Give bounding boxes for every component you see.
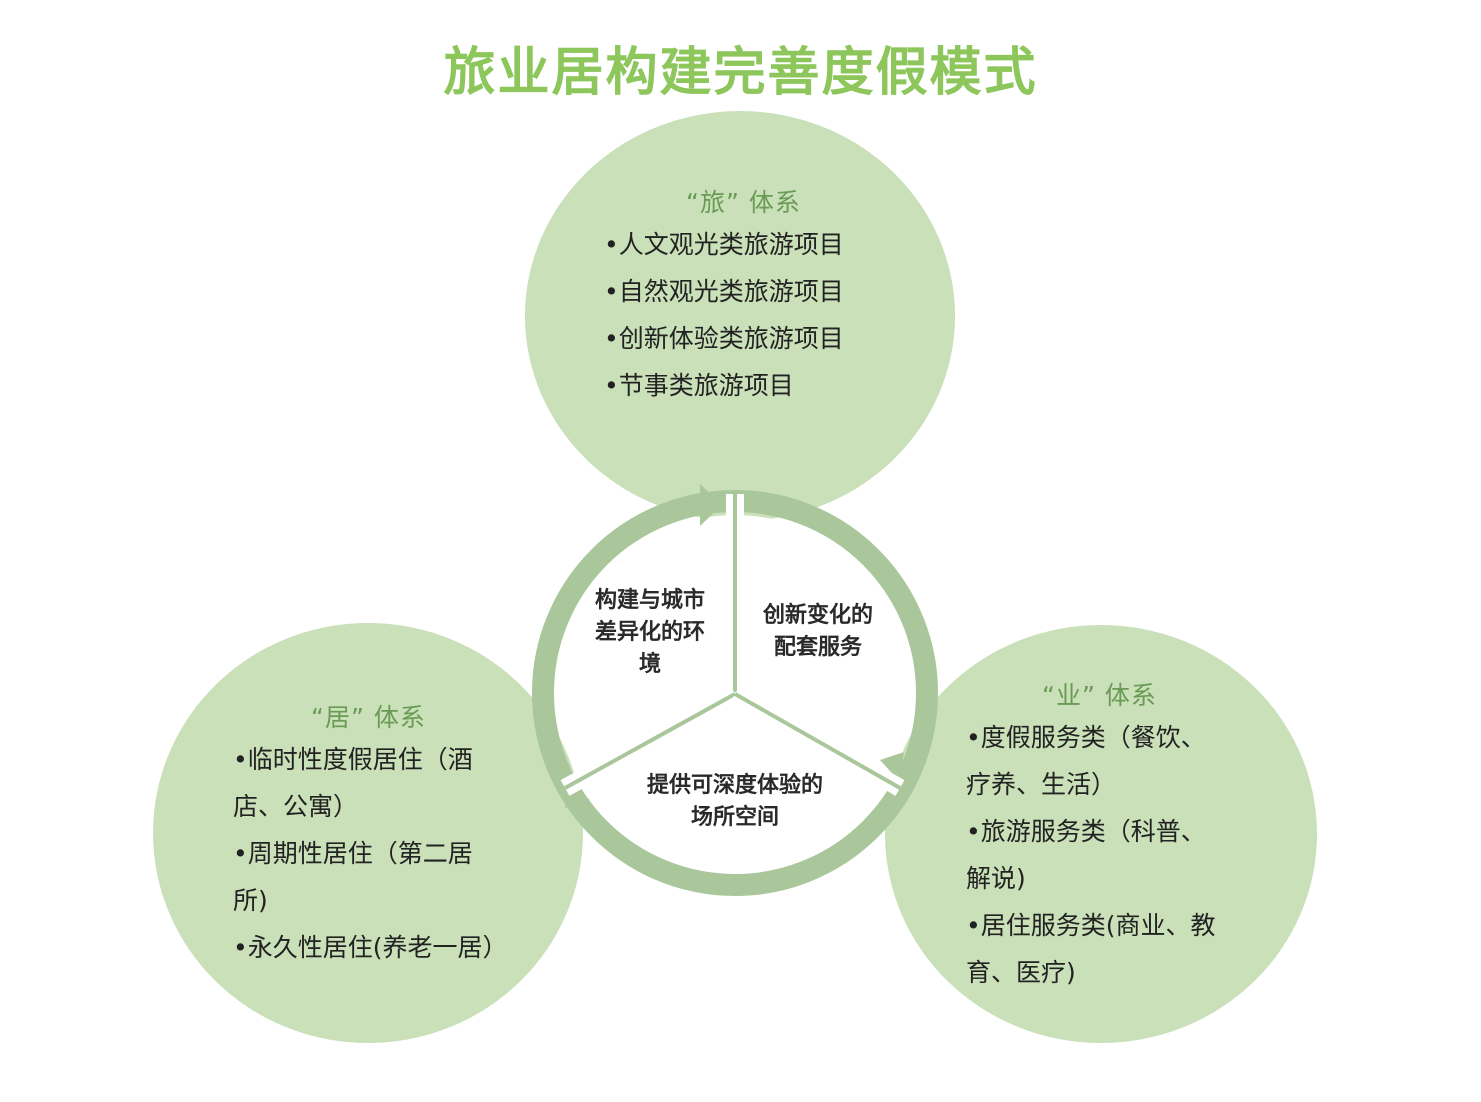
arrow-head-top <box>700 484 722 526</box>
ju-system-circle <box>153 623 583 1043</box>
ye-item-line: 育、医疗) <box>966 958 1076 987</box>
arrow-head-right <box>880 752 904 782</box>
divider-right <box>734 692 901 790</box>
lv-item: •人文观光类旅游项目 <box>604 230 844 259</box>
ye-system-circle <box>885 625 1317 1043</box>
diagram-title: 旅业居构建完善度假模式 <box>443 42 1038 103</box>
lv-system-text: “旅” 体系 •人文观光类旅游项目 •自然观光类旅游项目 •创新体验类旅游项目 … <box>604 183 924 409</box>
ye-system-heading: “业” 体系 <box>1042 681 1157 710</box>
ye-item-line: 解说) <box>966 864 1026 893</box>
center-label-line: 境 <box>638 652 661 677</box>
ye-item-line: 疗养、生活） <box>966 770 1117 799</box>
center-label-line: 构建与城市 <box>594 588 705 613</box>
divider-left <box>564 692 736 790</box>
ye-item-line: •旅游服务类（科普、 <box>966 817 1206 846</box>
ju-item-line: 所) <box>233 886 268 915</box>
ye-system-text: “业” 体系 •度假服务类（餐饮、 疗养、生活） •旅游服务类（科普、 解说) … <box>966 676 1266 996</box>
lv-item: •节事类旅游项目 <box>604 371 794 400</box>
center-label-line: 提供可深度体验的 <box>646 773 823 798</box>
ye-item-line: •居住服务类(商业、教 <box>966 911 1216 940</box>
lv-system-heading: “旅” 体系 <box>686 188 801 217</box>
center-label-line: 配套服务 <box>773 635 862 660</box>
ju-system-heading: “居” 体系 <box>311 703 426 732</box>
center-label-line: 差异化的环 <box>594 620 705 645</box>
ju-item-line: •周期性居住（第二居 <box>233 839 473 868</box>
lv-item: •自然观光类旅游项目 <box>604 277 844 306</box>
ye-item-line: •度假服务类（餐饮、 <box>966 723 1206 752</box>
lv-item: •创新体验类旅游项目 <box>604 324 844 353</box>
center-disc <box>557 515 913 871</box>
lv-system-circle <box>525 111 955 521</box>
ju-item-line: •临时性度假居住（酒 <box>233 745 473 774</box>
center-label-line: 场所空间 <box>690 805 779 830</box>
center-label-line: 创新变化的 <box>762 603 873 628</box>
ju-item-line: •永久性居住(养老一居） <box>233 933 508 962</box>
center-label-environment: 构建与城市 差异化的环 境 <box>580 585 720 681</box>
ju-item-line: 店、公寓） <box>233 792 359 821</box>
ju-system-text: “居” 体系 •临时性度假居住（酒 店、公寓） •周期性居住（第二居 所) •永… <box>233 698 533 971</box>
center-label-space: 提供可深度体验的 场所空间 <box>625 770 845 834</box>
center-label-services: 创新变化的 配套服务 <box>748 600 888 664</box>
